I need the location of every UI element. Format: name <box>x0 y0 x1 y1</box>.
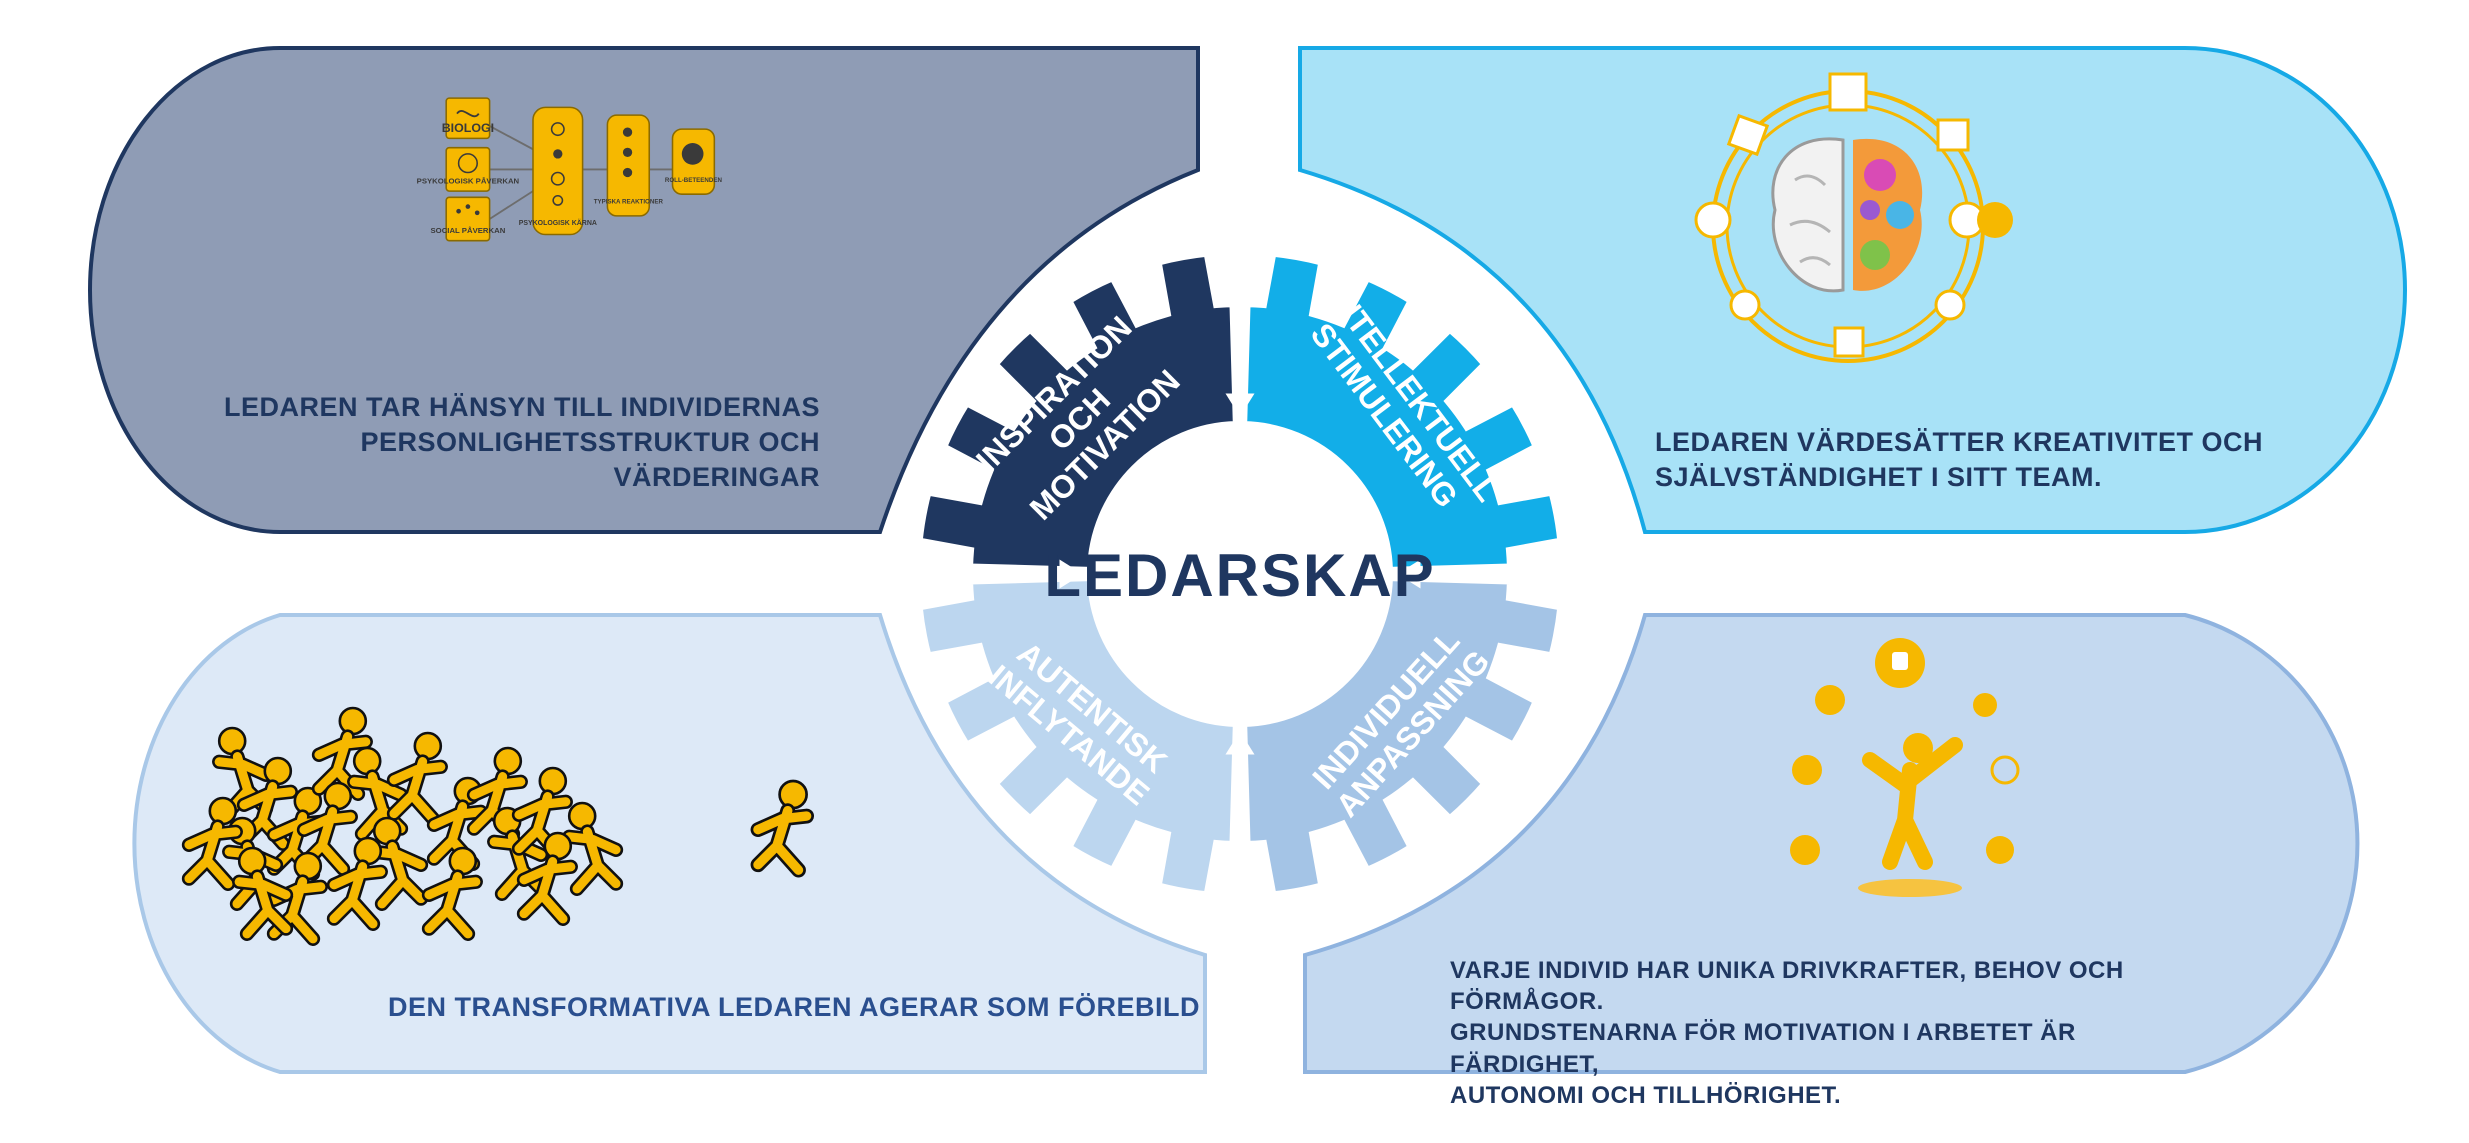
runner-icon <box>516 831 578 926</box>
runner-icon <box>212 726 274 821</box>
flow-box-social <box>445 196 491 242</box>
text-top-left: LEDAREN TAR HÄNSYN TILL INDIVIDERNAS PER… <box>160 390 820 495</box>
text-top-left-line-2: PERSONLIGHETSSTRUKTUR OCH VÄRDERINGAR <box>360 427 820 493</box>
runner-icon <box>562 801 624 896</box>
flow-label-biology: BIOLOGI <box>442 121 494 135</box>
sun-icon <box>1977 202 2013 238</box>
brain-left-icon <box>1771 137 1845 293</box>
text-bottom-left: DEN TRANSFORMATIVA LEDAREN AGERAR SOM FÖ… <box>300 990 1200 1025</box>
arrows <box>920 255 1560 895</box>
runner-icon <box>311 706 373 801</box>
brain-illustration <box>1694 72 2013 363</box>
jumping-person-icon <box>1862 733 1963 870</box>
text-top-right-line-1: LEDAREN VÄRDESÄTTER KREATIVITET OCH <box>1655 427 2264 457</box>
individual-illustration <box>1790 638 2020 897</box>
runner-icon <box>232 846 294 941</box>
text-bottom-right-line-3: AUTONOMI OCH TILLHÖRIGHET. <box>1450 1081 1842 1109</box>
spotlight-icon <box>1858 879 1962 897</box>
center-hub <box>1090 424 1390 724</box>
psychology-flowchart: BIOLOGI PSYKOLOGISK PÅVERKAN SOCIAL PÅVE… <box>417 97 723 242</box>
flow-label-role: ROLL-BETEENDEN <box>665 177 723 184</box>
runner-icon <box>386 731 448 826</box>
flow-box-reactions <box>606 114 651 217</box>
text-bottom-right-line-1: VARJE INDIVID HAR UNIKA DRIVKRAFTER, BEH… <box>1450 957 2124 1016</box>
runner-icon <box>511 766 573 861</box>
text-top-right: LEDAREN VÄRDESÄTTER KREATIVITET OCH SJÄL… <box>1655 425 2355 495</box>
flow-label-social: SOCIAL PÅVERKAN <box>431 226 506 235</box>
runner-icon <box>296 781 358 876</box>
reaction-icon <box>1986 836 2014 864</box>
runner-icon <box>236 756 298 851</box>
thinking-head-icon <box>1990 755 2020 785</box>
running-crowd-illustration <box>181 706 815 946</box>
text-bottom-right-line-2: GRUNDSTENARNA FÖR MOTIVATION I ARBETET Ä… <box>1450 1019 2076 1078</box>
panel-top-left <box>88 46 1200 534</box>
flow-label-core: PSYKOLOGISK KÄRNA <box>519 219 597 227</box>
runner-icon <box>181 796 243 891</box>
panel-bottom-left <box>132 613 1207 1074</box>
panel-bottom-right <box>1303 613 2360 1074</box>
text-bottom-right: VARJE INDIVID HAR UNIKA DRIVKRAFTER, BEH… <box>1450 955 2210 1111</box>
runner-icon <box>421 846 483 941</box>
flow-label-psych: PSYKOLOGISK PÅVERKAN <box>417 176 520 185</box>
flow-box-core <box>532 106 584 236</box>
juggling-icon <box>1792 755 1822 785</box>
alarm-icon <box>1973 693 1997 717</box>
runner-icon <box>326 836 388 931</box>
text-top-left-line-1: LEDAREN TAR HÄNSYN TILL INDIVIDERNAS <box>223 392 820 422</box>
center-label: LEDARSKAP <box>1044 542 1435 609</box>
flow-box-biology <box>445 97 491 140</box>
runner-icon <box>466 746 528 841</box>
runner-icon <box>347 746 409 841</box>
panel-top-right <box>1298 46 2407 534</box>
runner-icon <box>367 816 429 911</box>
flow-box-psych <box>445 146 491 192</box>
runner-icon <box>426 776 488 871</box>
flow-label-reactions: TYPISKA REAKTIONER <box>594 199 664 206</box>
text-top-right-line-2: SJÄLVSTÄNDIGHET I SITT TEAM. <box>1655 462 2103 493</box>
runner-icon <box>750 779 815 878</box>
text-bottom-left-line-1: DEN TRANSFORMATIVA LEDAREN AGERAR SOM FÖ… <box>388 992 1200 1022</box>
mediate-icon <box>1790 835 1820 865</box>
heart-mind-icon <box>1815 685 1845 715</box>
